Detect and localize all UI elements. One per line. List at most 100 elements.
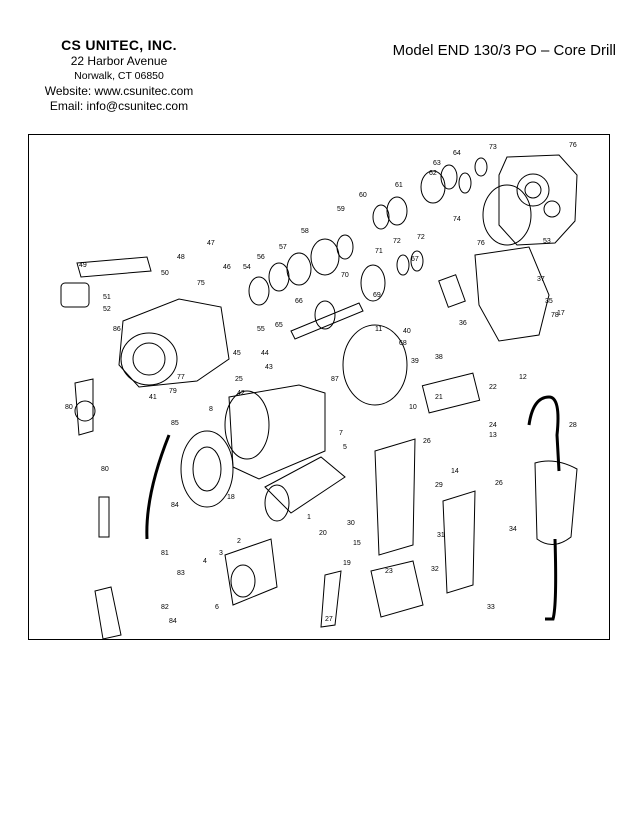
end-cover-part	[498, 154, 578, 246]
part-callout-13: 13	[489, 432, 497, 439]
part-callout-87: 87	[331, 376, 339, 383]
gear-housing-part	[118, 298, 230, 388]
part-callout-83: 83	[177, 570, 185, 577]
part-callout-22: 22	[489, 384, 497, 391]
part-callout-84: 84	[169, 618, 177, 625]
part-callout-6: 6	[215, 604, 219, 611]
part-callout-58: 58	[301, 228, 309, 235]
part-callout-68: 68	[399, 340, 407, 347]
part-callout-33: 33	[487, 604, 495, 611]
part-callout-49: 49	[79, 262, 87, 269]
part-callout-28: 28	[569, 422, 577, 429]
clamp-part	[442, 490, 476, 594]
part-callout-5: 5	[343, 444, 347, 451]
part-callout-36: 36	[459, 320, 467, 327]
part-callout-35: 35	[545, 298, 553, 305]
part-callout-12: 12	[519, 374, 527, 381]
part-callout-40: 40	[403, 328, 411, 335]
part-callout-72: 72	[417, 234, 425, 241]
gear-train-part	[372, 157, 488, 230]
part-callout-86: 86	[113, 326, 121, 333]
part-callout-52: 52	[103, 306, 111, 313]
part-callout-11: 11	[375, 326, 382, 333]
part-callout-74: 74	[453, 216, 461, 223]
intermediate-shaft-part	[290, 302, 364, 340]
brush-plate-part	[342, 324, 408, 406]
company-block: CS UNITEC, INC. 22 Harbor Avenue Norwalk…	[20, 36, 218, 114]
part-callout-80: 80	[101, 466, 109, 473]
part-callout-1: 1	[307, 514, 311, 521]
model-title: Model END 130/3 PO – Core Drill	[392, 42, 616, 59]
armature-part	[264, 456, 346, 514]
part-callout-8: 8	[209, 406, 213, 413]
part-callout-48: 48	[177, 254, 185, 261]
part-callout-59: 59	[337, 206, 345, 213]
email-text: Email: info@csunitec.com	[49, 99, 189, 113]
insulation-sleeve-part	[180, 430, 234, 508]
part-callout-37: 37	[537, 276, 545, 283]
website-text: Website: www.csunitec.com	[44, 84, 194, 98]
part-callout-76: 76	[569, 142, 577, 149]
part-callout-44: 44	[261, 350, 269, 357]
field-housing-part	[228, 384, 326, 480]
part-callout-31: 31	[437, 532, 445, 539]
part-callout-82: 82	[161, 604, 169, 611]
part-callout-75: 75	[197, 280, 205, 287]
part-callout-77: 77	[177, 374, 185, 381]
part-callout-57: 57	[279, 244, 287, 251]
part-callout-42: 42	[237, 390, 245, 397]
power-cord-part	[527, 395, 561, 472]
part-callout-39: 39	[411, 358, 419, 365]
part-callout-67: 67	[411, 256, 419, 263]
part-callout-56: 56	[257, 254, 265, 261]
part-callout-61: 61	[395, 182, 403, 189]
part-callout-53: 53	[543, 238, 551, 245]
part-callout-54: 54	[243, 264, 251, 271]
handle-bracket-part	[74, 378, 94, 436]
gasket-part	[438, 274, 466, 308]
switch-carrier-part	[374, 438, 416, 556]
part-callout-2: 2	[237, 538, 241, 545]
part-callout-25: 25	[235, 376, 243, 383]
part-callout-69: 69	[373, 292, 381, 299]
cord-switch-part	[534, 460, 578, 545]
part-callout-20: 20	[319, 530, 327, 537]
part-callout-26: 26	[423, 438, 431, 445]
part-callout-7: 7	[339, 430, 343, 437]
part-callout-17: 17	[557, 310, 565, 317]
bearing-stack-part	[248, 234, 354, 306]
part-callout-84: 84	[171, 502, 179, 509]
hose-part	[145, 434, 171, 540]
part-callout-64: 64	[453, 150, 461, 157]
part-callout-63: 63	[433, 160, 441, 167]
part-callout-45: 45	[233, 350, 241, 357]
brush-holder-part	[320, 570, 342, 628]
part-callout-71: 71	[375, 248, 383, 255]
part-callout-30: 30	[347, 520, 355, 527]
spindle-part	[76, 256, 152, 278]
part-callout-34: 34	[509, 526, 517, 533]
motor-housing-part	[474, 246, 550, 342]
part-callout-27: 27	[325, 616, 333, 623]
part-callout-10: 10	[409, 404, 417, 411]
gasket-ring-part	[482, 184, 532, 246]
part-callout-4: 4	[203, 558, 207, 565]
part-callout-23: 23	[385, 568, 393, 575]
part-callout-26: 26	[495, 480, 503, 487]
part-callout-73: 73	[489, 144, 497, 151]
part-callout-76: 76	[477, 240, 485, 247]
stator-part	[224, 538, 278, 606]
part-callout-18: 18	[227, 494, 235, 501]
address-line-2: Norwalk, CT 06850	[74, 70, 164, 82]
part-callout-78: 78	[551, 312, 559, 319]
part-callout-81: 81	[161, 550, 169, 557]
part-callout-43: 43	[265, 364, 273, 371]
part-callout-51: 51	[103, 294, 111, 301]
part-callout-32: 32	[431, 566, 439, 573]
electronic-module-part	[421, 372, 481, 414]
part-callout-21: 21	[435, 394, 443, 401]
part-callout-80: 80	[65, 404, 73, 411]
